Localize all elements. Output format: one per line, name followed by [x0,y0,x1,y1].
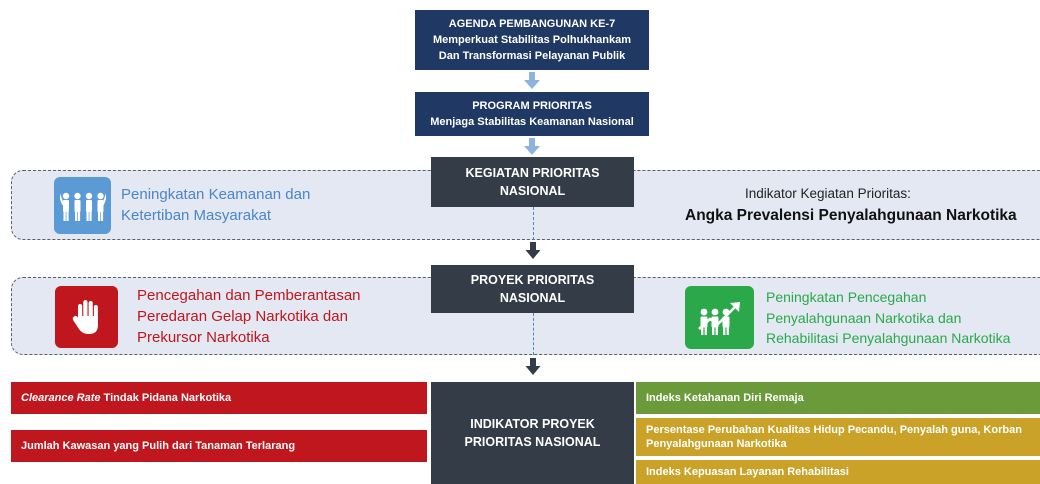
kegiatan-title-line2: NASIONAL [499,184,566,198]
program-title: PROGRAM PRIORITAS [472,100,592,112]
program-box: PROGRAM PRIORITAS Menjaga Stabilitas Kea… [415,92,649,136]
indicator-bar-kualitas-line1: Persentase Perubahan Kualitas Hidup Peca… [646,424,1022,436]
indicator-bar-kawasan-pulih: Jumlah Kawasan yang Pulih dari Tanaman T… [11,430,427,462]
indicator-bar-clearance-italic: Clearance Rate [21,392,101,404]
kegiatan-title-line1: KEGIATAN PRIORITAS [465,166,600,180]
indicator-bar-clearance-rest: Tindak Pidana Narkotika [100,392,232,404]
arrow-down-icon [525,242,541,259]
kegiatan-left-text: Peningkatan Keamanan dan Ketertiban Masy… [121,184,381,226]
proyek-title-line1: PROYEK PRIORITAS [470,273,595,287]
indicator-bar-ketahanan-remaja: Indeks Ketahanan Diri Remaja [636,382,1040,414]
connector-line [533,313,534,355]
proyek-left-line2: Peredaran Gelap Narkotika dan [137,308,348,325]
people-group-icon [54,177,111,234]
indikator-title-line2: PRIORITAS NASIONAL [464,435,601,449]
indicator-bar-kepuasan-label: Indeks Kepuasan Layanan Rehabilitasi [646,466,849,478]
connector-line [533,207,534,240]
indicator-bar-kualitas-hidup: Persentase Perubahan Kualitas Hidup Peca… [636,418,1040,456]
arrow-down-icon [524,72,540,89]
proyek-box: PROYEK PRIORITAS NASIONAL [431,265,634,313]
agenda-line3: Dan Transformasi Pelayanan Publik [438,50,626,62]
proyek-left-line3: Prekursor Narkotika [137,329,270,346]
proyek-right-line1: Peningkatan Pencegahan [766,289,927,305]
stop-hand-icon [55,286,118,348]
growth-team-icon [685,286,754,349]
arrow-down-icon [524,138,540,155]
indicator-bar-ketahanan-label: Indeks Ketahanan Diri Remaja [646,392,804,404]
arrow-down-icon [525,358,541,375]
kegiatan-left-line2: Ketertiban Masyarakat [121,207,272,224]
indicator-bar-kepuasan-rehabilitasi: Indeks Kepuasan Layanan Rehabilitasi [636,460,1040,484]
agenda-title: AGENDA PEMBANGUNAN KE-7 [448,18,616,30]
indicator-bar-kawasan-label: Jumlah Kawasan yang Pulih dari Tanaman T… [21,440,296,452]
indicator-bar-kualitas-line2: Penyalahgunaan Narkotika [646,438,787,450]
indicator-bar-clearance-rate: Clearance Rate Tindak Pidana Narkotika [11,382,427,414]
proyek-left-line1: Pencegahan dan Pemberantasan [137,287,361,304]
indikator-title-line1: INDIKATOR PROYEK [470,417,595,431]
agenda-line2: Memperkuat Stabilitas Polhukhankam [432,34,632,46]
kegiatan-left-line1: Peningkatan Keamanan dan [121,186,311,203]
proyek-left-text: Pencegahan dan Pemberantasan Peredaran G… [137,285,407,348]
proyek-right-line3: Rehabilitasi Penyalahgunaan Narkotika [766,330,1011,346]
kegiatan-indicator-value: Angka Prevalensi Penyalahgunaan Narkotik… [685,207,1017,224]
indikator-box: INDIKATOR PROYEK PRIORITAS NASIONAL [431,382,634,484]
agenda-box: AGENDA PEMBANGUNAN KE-7 Memperkuat Stabi… [415,10,649,70]
proyek-right-line2: Penyalahgunaan Narkotika dan [766,309,962,326]
kegiatan-box: KEGIATAN PRIORITAS NASIONAL [431,157,634,207]
program-subtitle: Menjaga Stabilitas Keamanan Nasional [430,116,634,128]
kegiatan-indicator-caption: Indikator Kegiatan Prioritas: [745,186,911,201]
proyek-right-text: Peningkatan Pencegahan Penyalahgunaan Na… [766,287,1036,349]
proyek-title-line2: NASIONAL [499,291,566,305]
